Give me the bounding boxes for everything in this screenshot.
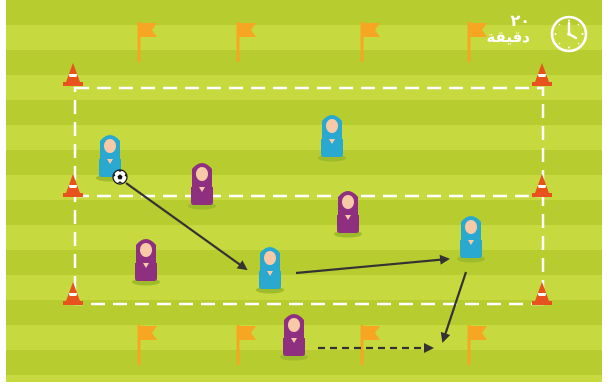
clock-icon: [550, 15, 588, 53]
player-purple-icon: [188, 163, 216, 210]
grass-stripe: [6, 50, 602, 75]
duration-label: ٢٠ دقيقة: [486, 12, 530, 46]
player-purple-icon: [334, 191, 362, 238]
player-blue-icon: [256, 247, 284, 294]
duration-unit: دقيقة: [486, 28, 530, 46]
pass-arrow: [295, 254, 450, 275]
player-purple-icon: [280, 314, 308, 361]
pass-arrow: [125, 182, 248, 271]
grass-stripe: [6, 0, 602, 25]
grass-stripe: [6, 100, 602, 125]
soccer-ball-icon: [112, 169, 128, 185]
player-blue-icon: [457, 216, 485, 263]
grass-stripe: [6, 200, 602, 225]
player-blue-icon: [318, 115, 346, 162]
pass-arrow: [440, 271, 468, 343]
duration-value: ٢٠: [510, 11, 530, 30]
grass-stripe: [6, 150, 602, 175]
grass-stripe: [6, 250, 602, 275]
player-purple-icon: [132, 239, 160, 286]
